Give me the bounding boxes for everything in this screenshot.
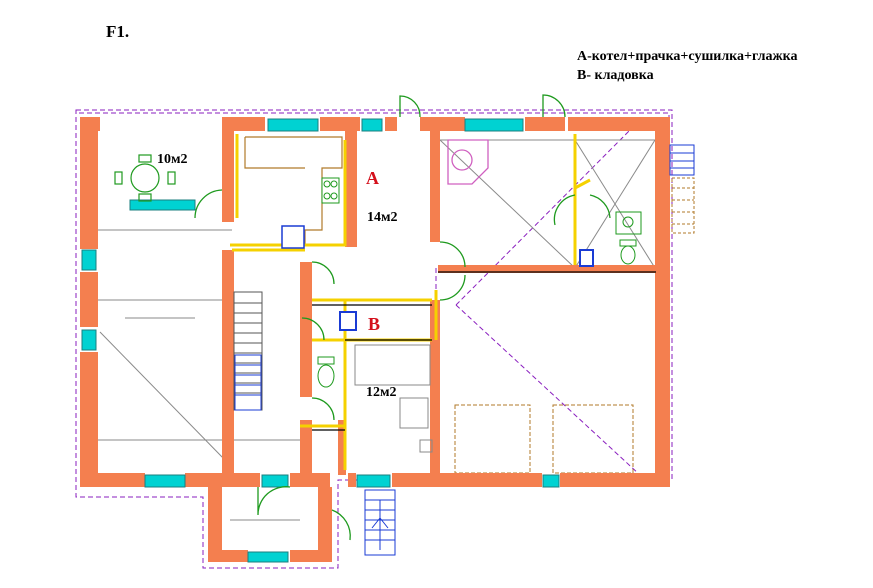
side-steps-dashed	[671, 177, 695, 234]
staircase	[233, 291, 263, 411]
plan-title: F1.	[106, 22, 130, 41]
boiler-icon	[281, 225, 594, 331]
stairs-lower-blue	[234, 354, 262, 411]
plan-lines	[98, 139, 656, 521]
garage-spaces	[454, 404, 634, 474]
entry-steps	[364, 489, 396, 556]
doors	[194, 94, 611, 541]
dining-table-icon	[114, 154, 176, 202]
legend-b: В- кладовка	[577, 68, 654, 83]
room-a-area-label: 14м2	[367, 210, 398, 225]
dining-area-label: 10м2	[157, 152, 188, 167]
room-a-marker: A	[366, 168, 379, 188]
side-steps	[669, 144, 695, 176]
sink-icon	[615, 211, 642, 235]
legend-a: А-котел+прачка+сушилка+глажка	[577, 49, 798, 64]
black-lines	[312, 271, 656, 431]
bath-area-label: 12м2	[366, 385, 397, 400]
stove-icon	[321, 177, 340, 204]
inner-walls	[222, 117, 656, 475]
corner-bath-icon	[447, 139, 489, 185]
toilet-icon	[317, 239, 637, 388]
bathtub-icon	[354, 344, 433, 453]
partitions	[230, 134, 591, 470]
windows	[81, 118, 560, 563]
room-b-marker: B	[368, 314, 381, 334]
